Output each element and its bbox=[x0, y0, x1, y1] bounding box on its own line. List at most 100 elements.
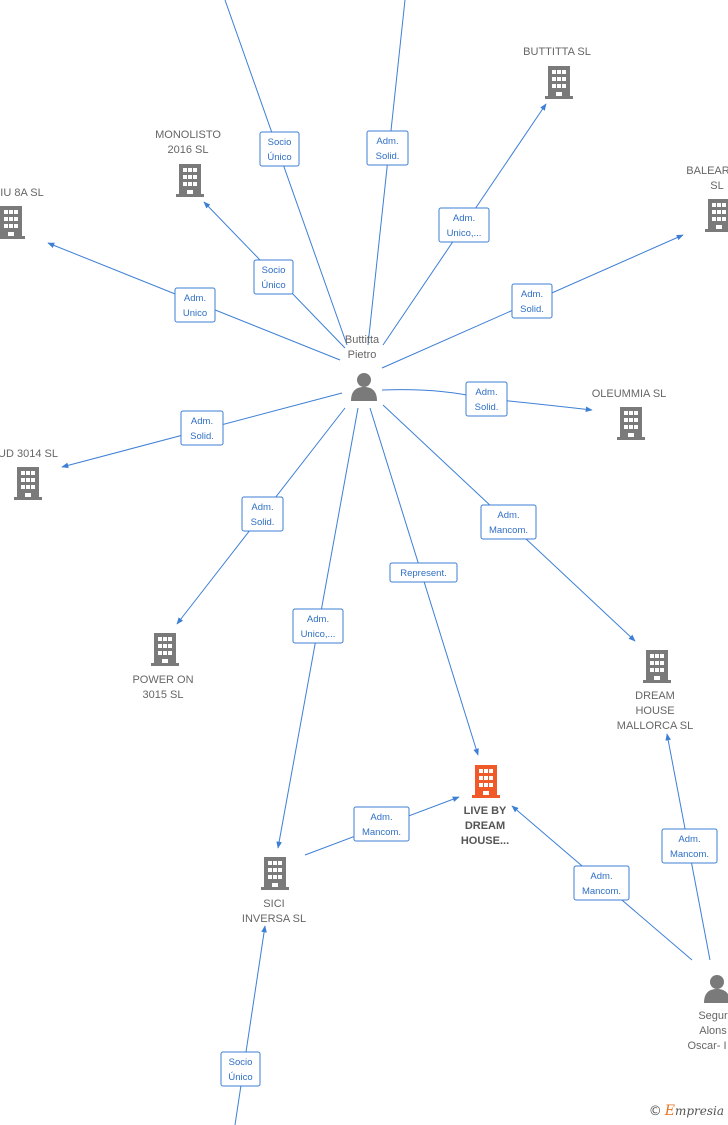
node-company-ud3014[interactable]: UD 3014 SL bbox=[0, 448, 58, 500]
edge-label-line: Adm. bbox=[497, 510, 519, 521]
edge-label-line: Adm. bbox=[307, 614, 329, 625]
node-label-line: Segur bbox=[698, 1010, 728, 1022]
edge-label-represent[interactable]: Represent. bbox=[389, 562, 458, 583]
node-label-line: POWER ON bbox=[132, 674, 193, 686]
edge-label-adm-unico-sici[interactable]: Adm. Unico,... bbox=[292, 608, 344, 644]
node-label-line: DREAM bbox=[465, 820, 505, 832]
edge-top-right-incoming bbox=[367, 0, 406, 346]
edge-label-line: Mancom. bbox=[582, 886, 621, 897]
brand-logo-text: mpresia bbox=[674, 1104, 724, 1118]
edge-label-line: Unico,... bbox=[447, 228, 482, 239]
edge-label-line: Solid. bbox=[475, 402, 499, 413]
node-person-segura[interactable]: Segur Alons Oscar- I bbox=[687, 975, 728, 1052]
node-label-line: BUTTITTA SL bbox=[523, 46, 591, 58]
building-icon bbox=[0, 206, 25, 239]
edge-label-adm-solid-balear[interactable]: Adm. Solid. bbox=[511, 283, 553, 319]
edge-labels: Socio Único Adm. Solid. Adm. Unico,... S… bbox=[174, 130, 718, 1087]
node-label-line: MONOLISTO bbox=[155, 129, 221, 141]
edge-label-adm-solid-poweron[interactable]: Adm. Solid. bbox=[241, 496, 284, 532]
edge-label-adm-unico-riu[interactable]: Adm. Unico bbox=[174, 287, 216, 323]
edges bbox=[47, 0, 711, 1125]
node-company-dreamhouse[interactable]: DREAM HOUSE MALLORCA SL bbox=[617, 650, 693, 732]
edge-label-line: Mancom. bbox=[362, 827, 401, 838]
node-label-line: BALEAR bbox=[686, 165, 728, 177]
edge-label-adm-solid-oleummia[interactable]: Adm. Solid. bbox=[465, 381, 508, 417]
edge-label-line: Socio bbox=[268, 137, 292, 148]
node-label-line: Oscar- I bbox=[687, 1040, 726, 1052]
edge-label-adm-solid-top[interactable]: Adm. Solid. bbox=[366, 130, 409, 166]
edge-label-line: Socio bbox=[229, 1057, 253, 1068]
edge-label-line: Unico bbox=[183, 308, 207, 319]
brand-logo-initial: E bbox=[664, 1103, 675, 1119]
edge-label-adm-mancom-segura-dream[interactable]: Adm. Mancom. bbox=[661, 828, 718, 864]
building-icon bbox=[261, 857, 289, 890]
edge-label-adm-solid-ud[interactable]: Adm. Solid. bbox=[180, 410, 224, 446]
edge-label-line: Mancom. bbox=[489, 525, 528, 536]
node-label-line: DREAM bbox=[635, 690, 675, 702]
edge-label-line: Adm. bbox=[590, 871, 612, 882]
edge-label-line: Mancom. bbox=[670, 849, 709, 860]
node-label-line: 3015 SL bbox=[143, 689, 184, 701]
building-icon bbox=[643, 650, 671, 683]
edge-label-adm-unico-buttitta[interactable]: Adm. Unico,... bbox=[438, 207, 490, 243]
edge-bottom-to-sici bbox=[234, 925, 267, 1125]
node-company-buttitta-sl[interactable]: BUTTITTA SL bbox=[523, 46, 591, 99]
edge-label-line: Solid. bbox=[251, 517, 275, 528]
node-label-line: OLEUMMIA SL bbox=[592, 388, 667, 400]
edge-label-socio-unico-bottom[interactable]: Socio Único bbox=[220, 1051, 261, 1087]
node-company-balear[interactable]: BALEAR SL bbox=[686, 165, 728, 232]
edge-label-line: Solid. bbox=[520, 304, 544, 315]
edge-label-line: Único bbox=[228, 1072, 252, 1083]
node-label-line: LIVE BY bbox=[464, 805, 507, 817]
person-icon bbox=[351, 373, 377, 401]
node-label-line: HOUSE... bbox=[461, 835, 509, 847]
edge-label-line: Adm. bbox=[376, 136, 398, 147]
edge-label-line: Adm. bbox=[453, 213, 475, 224]
node-label-line: Buttitta bbox=[345, 334, 380, 346]
edge-label-line: Único bbox=[267, 152, 291, 163]
node-label-line: INVERSA SL bbox=[242, 913, 306, 925]
edge-label-line: Adm. bbox=[251, 502, 273, 513]
node-label-line: MALLORCA SL bbox=[617, 720, 693, 732]
edge-label-socio-unico-top[interactable]: Socio Único bbox=[259, 131, 300, 167]
node-label-line: UD 3014 SL bbox=[0, 448, 58, 460]
building-icon bbox=[617, 407, 645, 440]
edge-label-line: Adm. bbox=[191, 416, 213, 427]
node-company-livebydream-highlighted[interactable]: LIVE BY DREAM HOUSE... bbox=[461, 765, 509, 847]
edge-label-adm-mancom-sici-live[interactable]: Adm. Mancom. bbox=[353, 806, 410, 842]
node-label-line: SICI bbox=[263, 898, 284, 910]
node-company-sici[interactable]: SICI INVERSA SL bbox=[242, 857, 306, 925]
edge-label-socio-unico-monolisto[interactable]: Socio Único bbox=[253, 259, 294, 295]
node-company-oleummia[interactable]: OLEUMMIA SL bbox=[592, 388, 667, 440]
edge-label-line: Único bbox=[261, 280, 285, 291]
building-icon bbox=[472, 765, 500, 798]
edge-label-line: Represent. bbox=[400, 568, 446, 579]
person-icon bbox=[704, 975, 728, 1003]
node-label-line: Pietro bbox=[348, 349, 377, 361]
node-company-monolisto[interactable]: MONOLISTO 2016 SL bbox=[155, 129, 221, 197]
edge-label-line: Adm. bbox=[475, 387, 497, 398]
edge-label-line: Adm. bbox=[678, 834, 700, 845]
node-label-line: RIU 8A SL bbox=[0, 187, 44, 199]
brand-watermark: ©Empresia bbox=[649, 1103, 724, 1119]
copyright-icon: © bbox=[648, 1104, 662, 1119]
node-person-buttitta-pietro[interactable]: Buttitta Pietro bbox=[345, 334, 380, 401]
edge-label-adm-mancom-dream[interactable]: Adm. Mancom. bbox=[480, 504, 537, 540]
edge-label-line: Socio bbox=[262, 265, 286, 276]
node-company-poweron[interactable]: POWER ON 3015 SL bbox=[132, 633, 194, 701]
edge-label-adm-mancom-segura-live[interactable]: Adm. Mancom. bbox=[573, 865, 630, 901]
building-icon bbox=[176, 164, 204, 197]
node-label-line: HOUSE bbox=[635, 705, 674, 717]
building-icon bbox=[151, 633, 179, 666]
node-label-line: SL bbox=[710, 180, 723, 192]
node-label-line: Alons bbox=[699, 1025, 727, 1037]
node-company-riu8a[interactable]: RIU 8A SL bbox=[0, 187, 44, 239]
edge-label-line: Adm. bbox=[370, 812, 392, 823]
edge-label-line: Unico,... bbox=[301, 629, 336, 640]
edge-label-line: Solid. bbox=[190, 431, 214, 442]
node-label-line: 2016 SL bbox=[168, 144, 209, 156]
edge-label-line: Solid. bbox=[376, 151, 400, 162]
edge-label-line: Adm. bbox=[184, 293, 206, 304]
building-icon bbox=[705, 199, 728, 232]
